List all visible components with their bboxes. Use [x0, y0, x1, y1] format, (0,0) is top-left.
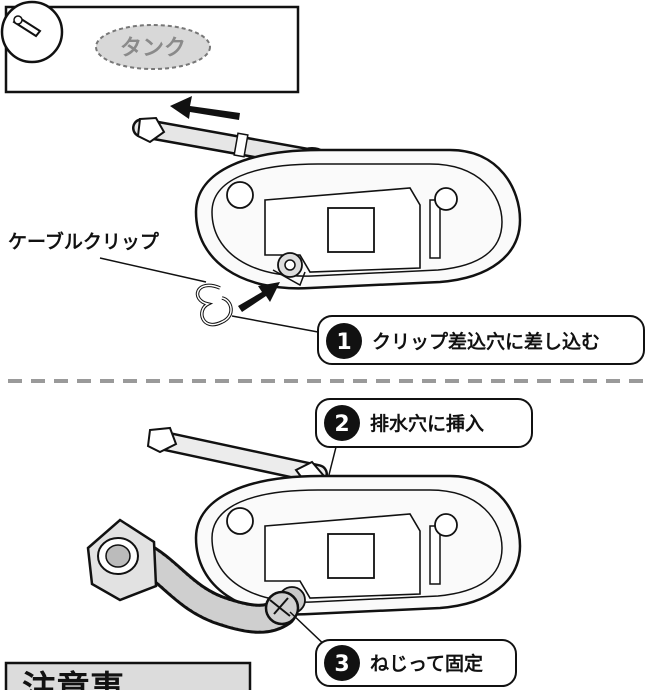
bottom-panel: 2 排水穴に挿入	[86, 398, 533, 687]
step2-text: 排水穴に挿入	[370, 412, 484, 435]
base-unit-bottom	[194, 474, 522, 616]
caution-banner: 注意事	[4, 661, 252, 690]
tank-outline	[95, 24, 211, 70]
step1-text: クリップ差込穴に差し込む	[372, 330, 600, 353]
move-arrow-icon	[170, 96, 240, 120]
caution-banner-box	[4, 661, 252, 690]
step2-callout	[315, 398, 533, 448]
top-panel: ケーブルクリップ 1 クリップ差込穴に差し込む	[8, 96, 645, 365]
step3-callout	[315, 639, 517, 687]
elbow-drain-pipe	[86, 518, 300, 634]
cable-clip-leader-line	[99, 257, 207, 283]
step1-leader-line	[231, 315, 319, 333]
step3-number: 3	[334, 652, 349, 677]
step3-number-badge	[324, 645, 360, 681]
insert-arrow-icon	[238, 282, 280, 312]
caution-banner-text: 注意事	[22, 669, 124, 690]
step2-number: 2	[334, 412, 349, 437]
clock-dial-icon	[0, 0, 64, 64]
cable-clip-icon	[195, 283, 233, 327]
tank-label: タンク	[120, 36, 186, 61]
inset-box: タンク	[0, 0, 300, 94]
base-unit-top	[194, 148, 522, 290]
step1-number: 1	[336, 330, 351, 355]
step2-number-badge	[324, 405, 360, 441]
step3-text: ねじって固定	[370, 652, 483, 675]
cable-clip-label: ケーブルクリップ	[8, 230, 160, 253]
step1-number-badge	[326, 323, 362, 359]
step1-callout	[317, 315, 645, 365]
